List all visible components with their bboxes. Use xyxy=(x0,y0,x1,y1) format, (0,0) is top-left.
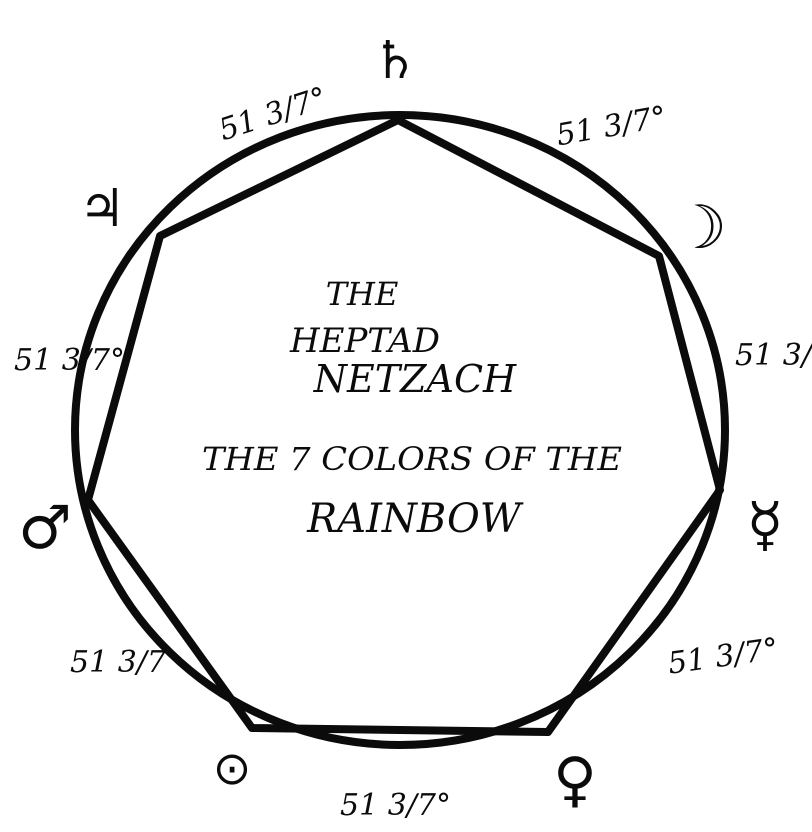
angle-label-lower-right: 51 3/7° xyxy=(666,632,781,682)
angle-label-bottom: 51 3/7° xyxy=(340,788,451,823)
center-text-netzach: NETZACH xyxy=(313,357,517,401)
moon-symbol-icon: ☽ xyxy=(673,193,727,263)
angle-label-left: 51 3/7° xyxy=(14,343,125,378)
center-text-rainbow: RAINBOW xyxy=(306,496,524,542)
angle-label-top-right: 51 3/7° xyxy=(554,100,669,154)
mars-symbol-icon: ♂ xyxy=(18,493,72,563)
sun-symbol-icon: ⊙ xyxy=(213,741,252,795)
jupiter-symbol-icon: ♃ xyxy=(79,179,126,239)
venus-symbol-icon: ♀ xyxy=(553,745,597,815)
center-text-the: THE xyxy=(326,275,399,313)
heptagon xyxy=(84,116,724,736)
center-text-seven-colors: THE 7 COLORS OF THE xyxy=(202,440,622,478)
outer-circle xyxy=(71,111,729,749)
mercury-symbol-icon: ☿ xyxy=(747,490,784,560)
angle-label-right: 51 3/7 xyxy=(735,338,812,373)
saturn-symbol-icon: ♄ xyxy=(372,31,419,91)
center-text-heptad: HEPTAD xyxy=(289,321,440,361)
angle-label-lower-left: 51 3/7 xyxy=(70,645,167,680)
